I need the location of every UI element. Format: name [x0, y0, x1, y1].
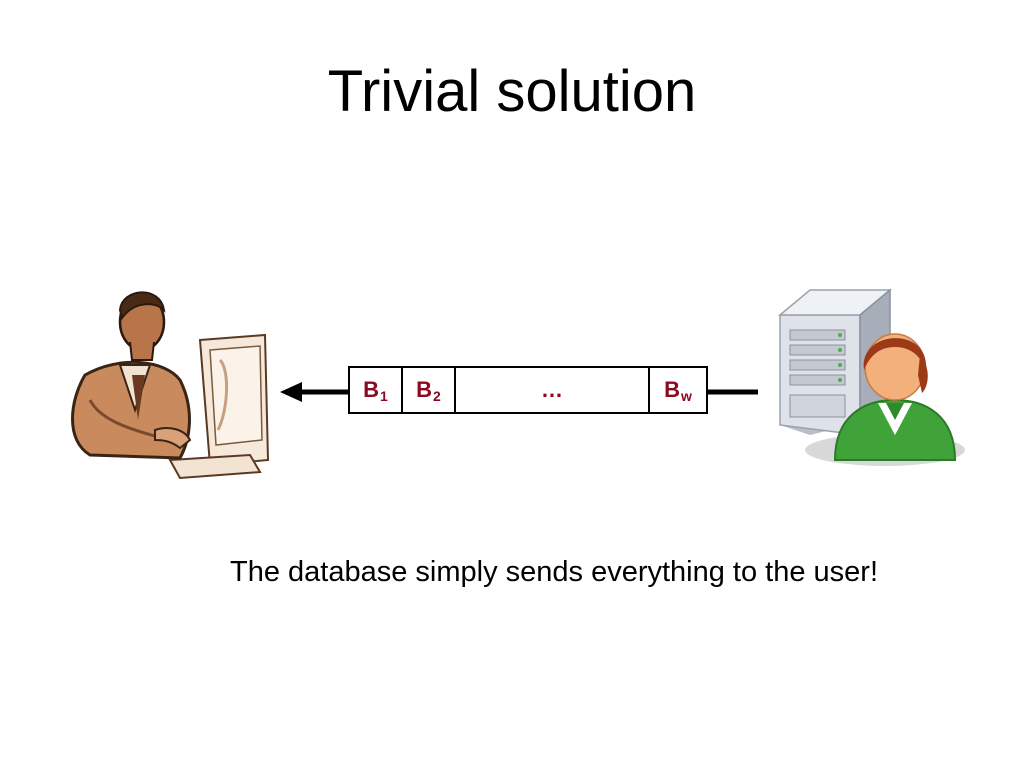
database-server-with-person-icon: [770, 285, 970, 480]
transfer-arrow: [280, 378, 760, 413]
user-at-computer-icon: [60, 280, 270, 485]
slide-caption: The database simply sends everything to …: [229, 556, 879, 588]
block-ellipsis: …: [456, 368, 650, 412]
slide-title: Trivial solution: [327, 59, 697, 124]
